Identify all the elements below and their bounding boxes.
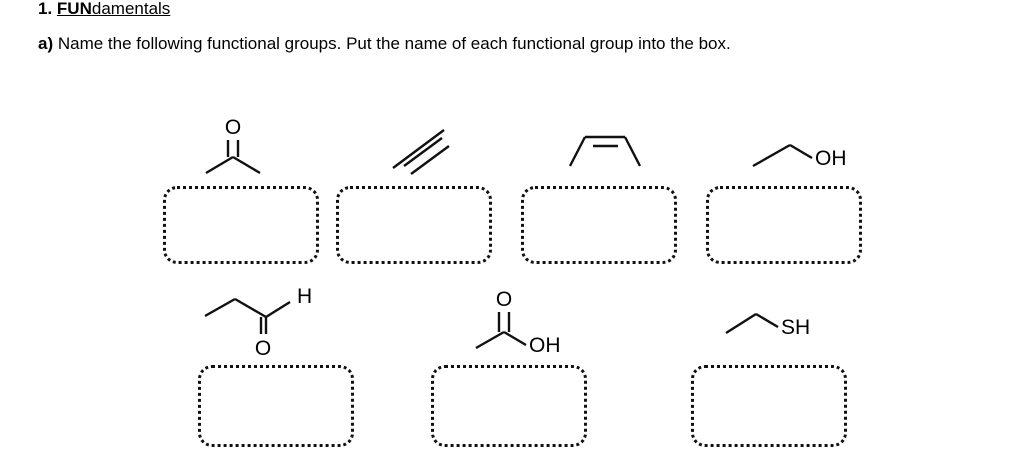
question-title-rest: damentals [91,0,171,18]
atom-label-hydroxyl: OH [815,147,847,170]
atom-label-oxygen: O [225,116,241,139]
atom-label-sulfhydryl: SH [781,316,810,339]
structure-slot-carboxylic-acid: O OH [428,283,593,451]
atom-label-hydroxyl: OH [529,334,561,357]
structure-slot-alkene [519,104,679,266]
answer-box-alkene[interactable] [521,186,677,264]
thiol-structure: SH [725,312,810,339]
structure-slot-thiol: SH [688,283,853,451]
answer-box-alkyne[interactable] [336,186,492,264]
atom-label-oxygen: O [496,288,512,311]
instruction-body: Name the following functional groups. Pu… [53,34,731,53]
structure-slot-alkyne [334,104,494,266]
alkyne-structure [392,129,450,175]
answer-box-carboxylic-acid[interactable] [431,365,587,447]
atom-label-oxygen: O [255,337,271,360]
part-letter: a) [38,34,54,53]
question-title-emphasis: FUN [56,0,92,18]
question-number: 1. [38,0,53,18]
structure-slot-aldehyde: H O [193,283,358,451]
alcohol-structure: OH [752,143,847,170]
instruction-text: a) Name the following functional groups.… [38,33,731,55]
question-title: FUNdamentals [57,0,170,18]
alkene-structure [568,135,642,167]
page-title: 1. FUNdamentals [38,0,170,19]
structure-slot-alcohol: OH [702,104,864,266]
aldehyde-structure: H O [204,285,312,360]
ketone-structure: O [205,116,261,175]
structure-slot-ketone: O [161,104,321,266]
answer-box-aldehyde[interactable] [198,365,354,447]
answer-box-alcohol[interactable] [706,186,862,264]
carboxylic-acid-structure: O OH [475,288,561,357]
atom-label-hydrogen: H [297,285,312,308]
answer-box-ketone[interactable] [163,186,319,264]
answer-box-thiol[interactable] [691,365,847,447]
